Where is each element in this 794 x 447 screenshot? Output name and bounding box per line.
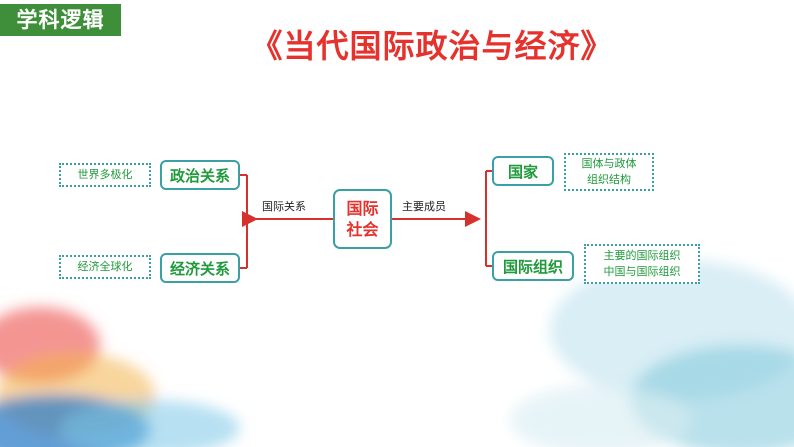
note-state-system: 国体与政体 组织结构 bbox=[564, 153, 654, 191]
node-international-organization: 国际组织 bbox=[492, 251, 574, 281]
page-title: 《当代国际政治与经济》 bbox=[250, 27, 614, 65]
node-political-relations: 政治关系 bbox=[160, 160, 240, 190]
center-node: 国际 社会 bbox=[333, 189, 392, 249]
note-globalization: 经济全球化 bbox=[59, 255, 151, 279]
center-node-line-1: 国际 bbox=[346, 199, 379, 218]
section-tag: 学科逻辑 bbox=[0, 4, 121, 36]
note-multipolarization-text: 世界多极化 bbox=[77, 168, 133, 181]
edge-label-left: 国际关系 bbox=[262, 200, 306, 213]
edge-label-right: 主要成员 bbox=[402, 200, 446, 213]
note-organizations-line-2: 中国与国际组织 bbox=[603, 265, 681, 278]
note-organizations-line-1: 主要的国际组织 bbox=[603, 249, 681, 262]
note-state-system-line-1: 国体与政体 bbox=[581, 157, 637, 170]
note-globalization-text: 经济全球化 bbox=[77, 260, 133, 273]
note-state-system-line-2: 组织结构 bbox=[587, 173, 631, 186]
node-state: 国家 bbox=[492, 156, 554, 186]
note-multipolarization: 世界多极化 bbox=[59, 163, 151, 187]
center-node-line-2: 社会 bbox=[346, 220, 379, 239]
note-organizations: 主要的国际组织 中国与国际组织 bbox=[584, 244, 700, 284]
node-economic-relations: 经济关系 bbox=[160, 253, 240, 283]
